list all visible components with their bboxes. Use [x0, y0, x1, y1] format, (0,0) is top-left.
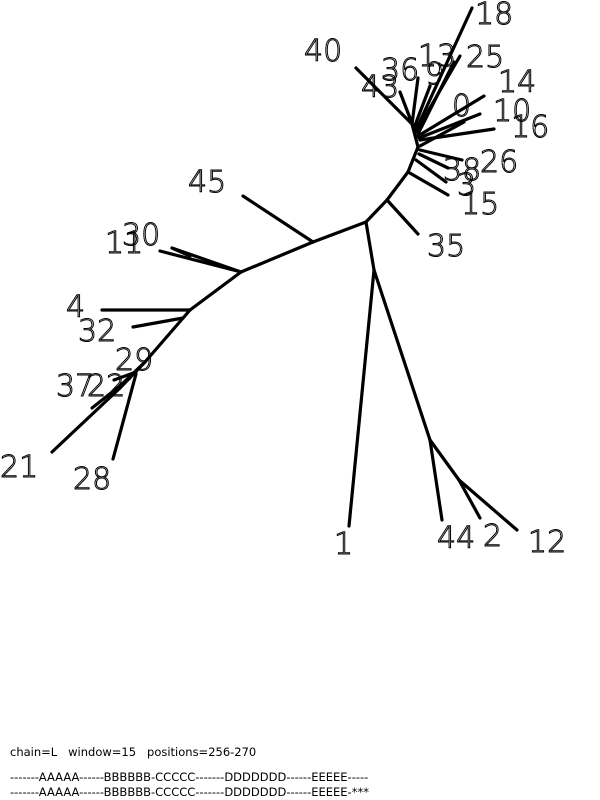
- leaf-label-9: 9: [425, 57, 444, 92]
- leaf-label-15: 15: [461, 187, 499, 222]
- sequence-line-1: -------AAAAA------BBBBBB-CCCCC-------DDD…: [10, 770, 369, 784]
- tree-branch: [410, 76, 420, 126]
- tree-branch: [111, 372, 138, 461]
- tree-branch: [416, 60, 456, 136]
- tree-branch: [131, 316, 185, 329]
- leaf-label-0: 0: [452, 89, 471, 124]
- tree-branch: [170, 246, 192, 258]
- leaf-label-28: 28: [73, 462, 111, 497]
- leaf-label-32: 32: [78, 314, 116, 349]
- leaf-label-4: 4: [66, 290, 85, 325]
- tree-branch: [414, 158, 448, 184]
- leaf-label-36: 36: [381, 53, 419, 88]
- leaf-label-37: 37: [56, 369, 94, 404]
- tree-branch: [239, 240, 315, 274]
- tree-branch: [417, 152, 450, 170]
- leaf-label-21: 21: [0, 450, 38, 485]
- tree-branch: [412, 84, 432, 130]
- leaf-label-45: 45: [188, 165, 226, 200]
- leaf-label-43: 43: [361, 70, 399, 105]
- tree-branch: [416, 94, 486, 138]
- leaf-label-3: 3: [457, 168, 476, 203]
- leaf-label-16: 16: [511, 110, 549, 145]
- tree-branch: [414, 6, 474, 132]
- tree-branch: [417, 112, 482, 140]
- tree-branch: [457, 478, 482, 520]
- run-parameters: chain=L window=15 positions=256-270: [10, 745, 257, 759]
- leaf-label-26: 26: [480, 145, 518, 180]
- sequence-line-2: -------AAAAA------BBBBBB-CCCCC-------DDD…: [10, 785, 369, 799]
- tree-branch: [112, 370, 138, 382]
- leaf-label-44: 44: [437, 521, 475, 556]
- leaf-label-11: 11: [105, 226, 143, 261]
- tree-branch: [457, 478, 519, 532]
- tree-branch: [311, 220, 368, 244]
- tree-branch: [354, 66, 414, 126]
- leaf-label-13: 13: [418, 39, 456, 74]
- tree-branch: [347, 268, 376, 528]
- tree-branch: [241, 194, 315, 244]
- leaf-label-25: 25: [466, 40, 504, 75]
- tree-branch: [385, 198, 420, 236]
- tree-branch: [418, 148, 464, 162]
- leaf-label-40: 40: [304, 34, 342, 69]
- leaf-label-2: 2: [483, 519, 502, 554]
- tree-branches: [50, 6, 519, 532]
- tree-branch: [418, 120, 466, 148]
- leaf-label-38: 38: [443, 153, 481, 188]
- leaf-label-10: 10: [493, 94, 531, 129]
- tree-branch: [158, 249, 243, 274]
- leaf-label-14: 14: [498, 65, 536, 100]
- tree-branch: [372, 268, 432, 442]
- leaf-label-12: 12: [528, 525, 566, 560]
- tree-branch: [90, 376, 132, 410]
- leaf-label-22: 22: [87, 369, 125, 404]
- tree-branch: [364, 220, 376, 272]
- tree-branch: [398, 90, 415, 128]
- tree-branch: [406, 145, 420, 174]
- tree-branch: [428, 438, 444, 522]
- leaf-label-1: 1: [334, 527, 353, 562]
- tree-branch: [406, 170, 450, 197]
- tree-branch: [50, 386, 122, 454]
- tree-branch: [385, 170, 410, 202]
- leaf-label-30: 30: [122, 218, 160, 253]
- tree-branch: [428, 438, 461, 482]
- leaf-label-18: 18: [475, 0, 513, 32]
- leaf-label-35: 35: [427, 229, 465, 264]
- leaf-label-29: 29: [115, 343, 153, 378]
- tree-branch: [364, 198, 389, 224]
- tree-branch: [188, 270, 243, 312]
